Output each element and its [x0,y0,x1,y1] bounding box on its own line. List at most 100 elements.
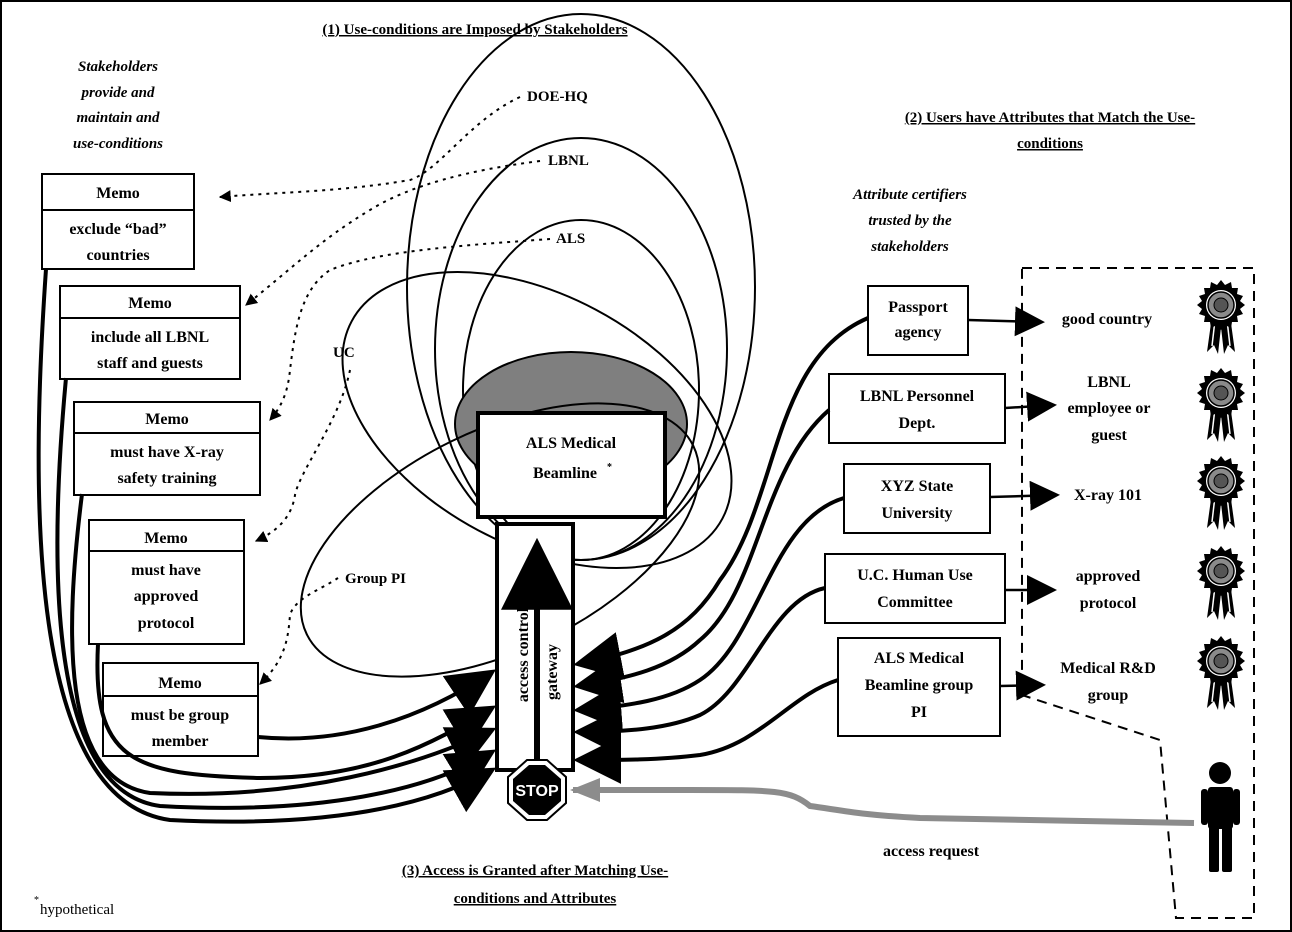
memo-uc[interactable]: Memo must have approved protocol [88,519,245,645]
note-line: provide and [80,85,155,101]
certifier-als-group-pi[interactable]: ALS Medical Beamline group PI [837,637,1001,737]
attribute-protocol-line: protocol [1080,595,1137,612]
xyz-to-gateway [573,496,845,731]
note-line: use-conditions [73,136,163,152]
certifier-line: PI [911,704,927,721]
attributes: good country LBNL employee or guest X-ra… [1060,311,1156,704]
gateway-label-line1: access control [515,607,532,702]
uc-domain-ellipse [341,271,733,569]
lbnl-personnel-to-gateway [573,408,831,704]
access-control-gateway[interactable]: access control gateway [495,522,575,772]
gateway-label-line2: gateway [544,644,561,700]
memo-title: Memo [145,411,189,428]
memo-doe[interactable]: Memo exclude “bad” countries [41,173,195,270]
user-person-icon [1201,762,1240,872]
attribute-group-line: group [1088,687,1129,704]
certifier-passport[interactable]: Passport agency [867,285,969,356]
pi-to-memo-arrow [259,577,339,685]
group-memo-to-gateway [257,669,496,741]
als-memo-to-gateway [70,493,497,796]
attribute-good-country: good country [1062,311,1152,328]
als-domain-ellipse [462,219,700,561]
lbnl-to-memo-arrow [245,160,541,306]
memo-lbnl[interactable]: Memo include all LBNL staff and guests [59,285,241,380]
note-line: stakeholders [870,239,949,255]
memo-title: Memo [128,295,172,312]
memo-line: must have X-ray [110,444,224,461]
stakeholder-memo-links [218,96,551,685]
stakeholder-domains [406,13,756,561]
doe-memo-to-gateway [36,268,497,824]
note-line: maintain and [77,110,160,126]
uc-to-memo-arrow [254,369,351,542]
attribute-xray: X-ray 101 [1074,487,1142,504]
resource-footnote-mark: * [607,462,612,473]
certifier-line: Committee [877,594,953,611]
label-uc: UC [333,345,355,361]
note-line: trusted by the [868,213,952,229]
resource-box[interactable]: ALS Medical Beamline * [476,411,667,519]
attribute-protocol-line: approved [1076,568,1141,585]
memo-line: member [152,733,209,750]
memo-line: countries [86,247,149,264]
heading-access-line1: (3) Access is Granted after Matching Use… [402,863,668,879]
stop-sign-icon: STOP [507,759,567,821]
attribute-lbnl-line: guest [1091,427,1127,444]
certificate-medal-icon [1196,367,1246,443]
memo-title: Memo [158,675,202,692]
certifier-line: agency [894,324,941,341]
heading-access-line2: conditions and Attributes [454,891,617,907]
certifier-xyz-university[interactable]: XYZ State University [843,463,991,534]
passport-to-gateway [573,316,869,680]
memo-group-pi[interactable]: Memo must be group member [102,662,259,757]
doe-to-memo-arrow [218,96,521,203]
certifier-uc-human-use[interactable]: U.C. Human Use Committee [824,553,1006,624]
stop-label: STOP [515,783,559,800]
certifier-line: Dept. [899,415,936,432]
footnote-mark: * [34,895,39,906]
certificate-medal-icon [1196,635,1246,711]
memo-line: protocol [138,615,195,632]
certificate-medal-icon [1196,455,1246,531]
memo-line: approved [134,588,199,605]
stakeholders-note: Stakeholders provide and maintain and us… [73,59,163,152]
certifier-line: Beamline group [865,677,974,694]
memo-title: Memo [96,185,140,202]
passport-attr-arrow [967,306,1045,337]
label-lbnl: LBNL [548,153,589,169]
label-doe-hq: DOE-HQ [527,89,588,105]
als-pi-to-gateway [573,678,839,784]
attribute-lbnl-line: employee or [1067,400,1150,417]
heading-use-conditions: (1) Use-conditions are Imposed by Stakeh… [322,22,627,38]
access-request-arrow[interactable] [570,778,1195,826]
resource-label-line2: Beamline [533,465,597,482]
uc-memo-to-gateway [95,643,497,781]
access-request-label: access request [883,843,980,860]
certifier-attribute-links [967,306,1060,701]
note-line: Attribute certifiers [852,187,967,203]
memo-title: Memo [144,530,188,547]
memo-line: must be group [131,707,229,724]
certifier-lbnl-personnel[interactable]: LBNL Personnel Dept. [828,373,1006,444]
memo-als[interactable]: Memo must have X-ray safety training [73,401,261,496]
heading-attributes-line1: (2) Users have Attributes that Match the… [905,110,1195,126]
certifier-line: University [881,505,952,522]
uc-human-use-to-gateway [573,586,826,756]
heading-attributes-line2: conditions [1017,136,1083,152]
memo-line: include all LBNL [91,329,209,346]
certifiers-note: Attribute certifiers trusted by the stak… [852,187,967,255]
label-group-pi: Group PI [345,571,406,587]
certifier-line: ALS Medical [874,650,965,667]
certifier-line: U.C. Human Use [857,567,973,584]
resource-label-line1: ALS Medical [526,435,617,452]
note-line: Stakeholders [78,59,158,75]
als-to-memo-arrow [269,238,551,421]
attribute-lbnl-line: LBNL [1087,374,1131,391]
certifier-gateway-links [573,316,869,784]
memo-line: must have [131,562,201,579]
certificate-medal-icon [1196,279,1246,355]
memo-line: staff and guests [97,355,203,372]
